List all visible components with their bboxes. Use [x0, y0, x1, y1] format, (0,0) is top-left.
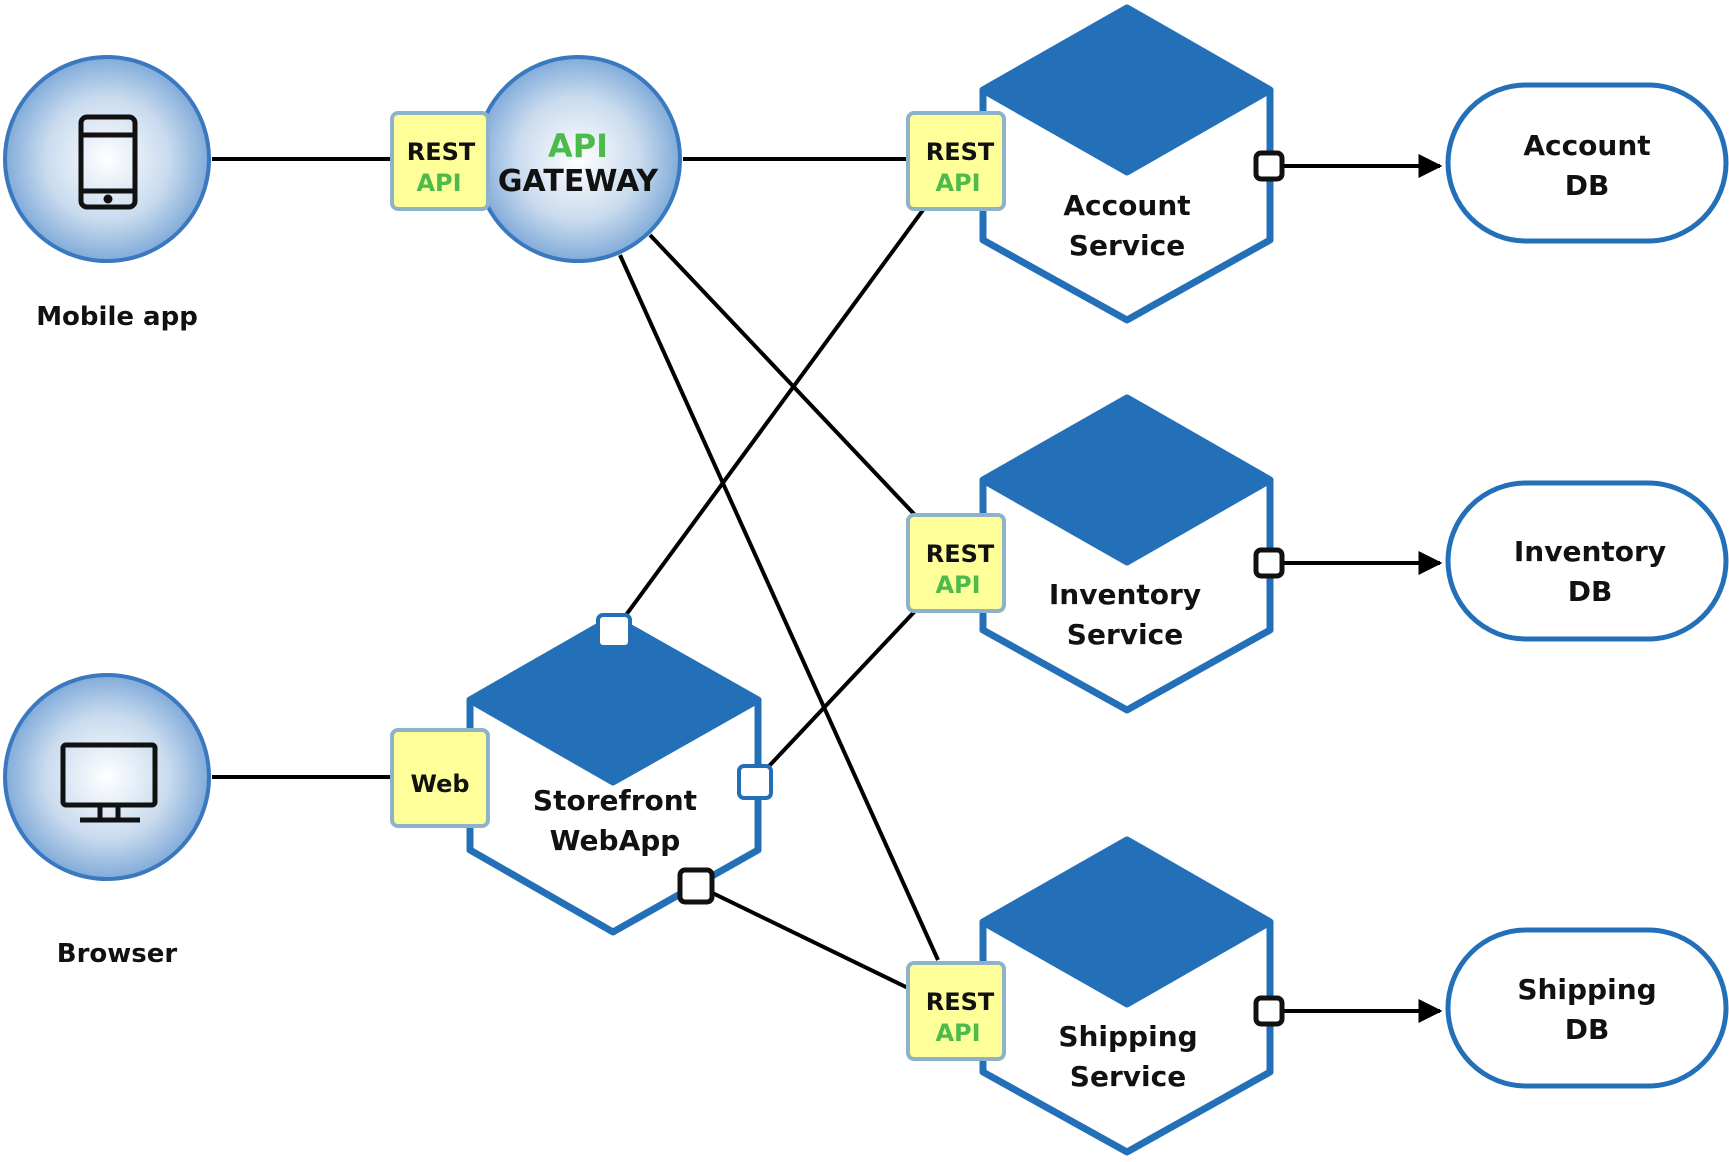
shipping-service: Shipping Service — [979, 836, 1285, 1156]
account-db: Account DB — [1445, 82, 1729, 244]
storefront-to-inventory-line — [752, 608, 918, 784]
inventory-service: Inventory Service — [979, 394, 1285, 714]
account-db-label-1: Account — [1523, 129, 1650, 162]
mobile-client: Mobile app — [3, 55, 211, 332]
account-rest-port: REST API — [906, 111, 1006, 211]
storefront-label-1: Storefront — [533, 784, 697, 817]
browser-client: Browser — [3, 673, 211, 969]
monitor-icon — [60, 742, 158, 823]
inventory-service-out-port — [1253, 547, 1285, 579]
shipping-db: Shipping DB — [1445, 927, 1729, 1089]
port-rest-text: REST — [407, 138, 476, 166]
port-rest-text: REST — [926, 540, 995, 568]
api-gateway: API GATEWAY — [474, 55, 682, 263]
inventory-rest-port: REST API — [906, 513, 1006, 613]
inventory-db: Inventory DB — [1445, 480, 1729, 642]
port-api-text: API — [935, 571, 980, 599]
port-api-text: API — [935, 1019, 980, 1047]
gateway-to-shipping-line — [618, 254, 940, 961]
connections — [212, 154, 1443, 1023]
port-web-text: Web — [410, 770, 469, 798]
gateway-rest-port: REST API — [390, 111, 490, 211]
inventory-db-label-1: Inventory — [1514, 535, 1666, 568]
storefront-to-shipping-line — [695, 883, 909, 990]
storefront-right-port — [737, 764, 773, 800]
account-service-label-2: Service — [1069, 229, 1185, 262]
shipping-service-out-port — [1253, 995, 1285, 1027]
shipping-rest-port: REST API — [906, 961, 1006, 1061]
account-service: Account Service — [979, 4, 1285, 324]
storefront-label-2: WebApp — [550, 824, 681, 857]
storefront-top-port — [596, 613, 632, 649]
storefront-bottom-port — [677, 867, 715, 905]
port-rest-text: REST — [926, 988, 995, 1016]
storefront-to-account-line — [613, 208, 925, 632]
shipping-db-label-2: DB — [1565, 1013, 1610, 1046]
gateway-to-inventory-line — [648, 233, 917, 517]
mobile-app-label: Mobile app — [36, 302, 198, 332]
shipping-db-label-1: Shipping — [1517, 973, 1656, 1006]
shipping-service-label-1: Shipping — [1058, 1020, 1197, 1053]
port-api-text: API — [416, 169, 461, 197]
inventory-service-label-2: Service — [1067, 618, 1183, 651]
account-db-label-2: DB — [1565, 169, 1610, 202]
smartphone-icon — [78, 114, 138, 210]
inventory-db-label-2: DB — [1568, 575, 1613, 608]
browser-label: Browser — [57, 939, 178, 969]
account-service-label-1: Account — [1063, 189, 1190, 222]
storefront-webapp: Storefront WebApp — [466, 613, 773, 936]
inventory-service-label-1: Inventory — [1049, 578, 1201, 611]
shipping-service-label-2: Service — [1070, 1060, 1186, 1093]
account-service-out-port — [1253, 150, 1285, 182]
storefront-web-port: Web — [390, 728, 490, 828]
port-api-text: API — [935, 169, 980, 197]
gateway-label-gateway: GATEWAY — [498, 164, 660, 199]
port-rest-text: REST — [926, 138, 995, 166]
gateway-label-api: API — [548, 127, 608, 165]
